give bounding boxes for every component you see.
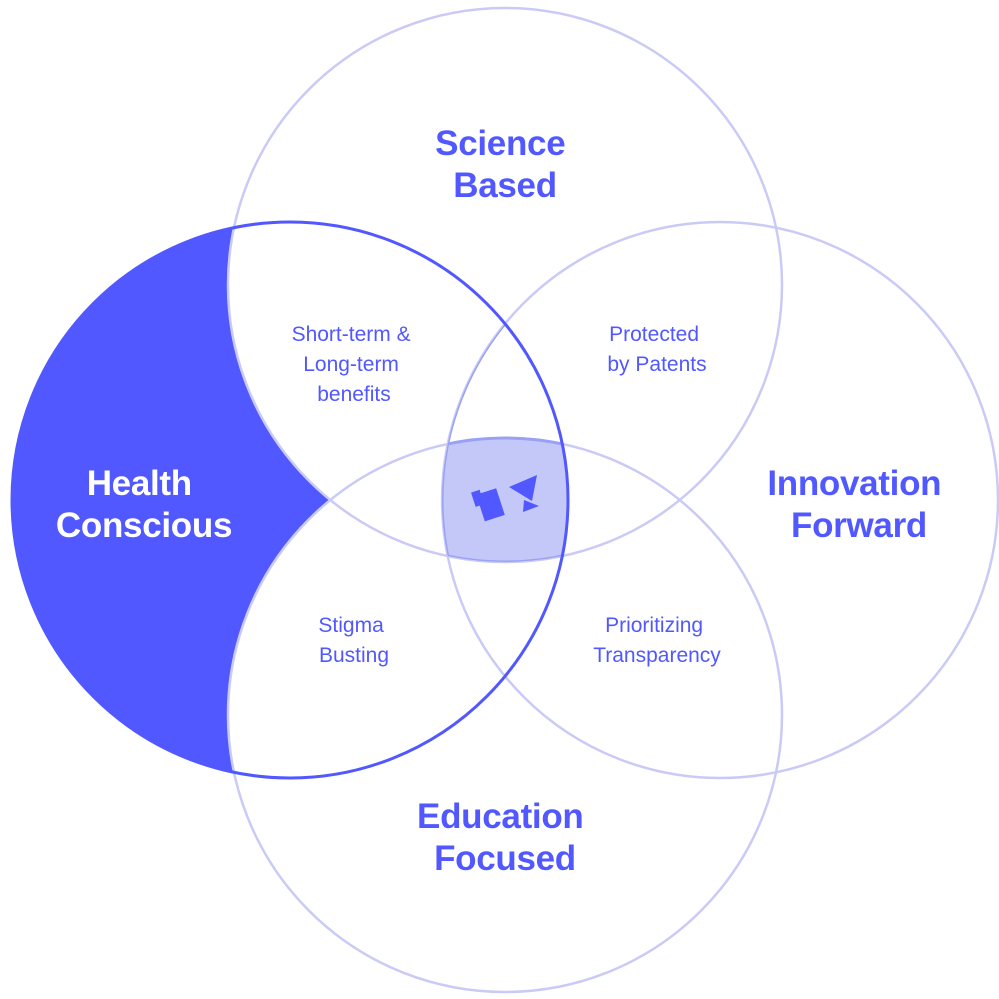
label-stigma-busting: Stigma Busting — [318, 614, 389, 667]
label-protected-by-patents: Protected by Patents — [607, 323, 706, 376]
label-short-long-term-benefits: Short-term & Long-term benefits — [292, 323, 417, 406]
health-exclusive-region — [12, 222, 568, 778]
brand-logo-icon — [471, 475, 539, 522]
label-health-conscious: Health Conscious — [56, 464, 232, 545]
label-science-based: Science Based — [435, 124, 575, 205]
label-prioritizing-transparency: Prioritizing Transparency — [593, 614, 721, 667]
label-innovation-forward: Innovation Forward — [767, 464, 950, 545]
circle-health-outline — [10, 220, 570, 780]
label-education-focused: Education Focused — [417, 797, 593, 878]
